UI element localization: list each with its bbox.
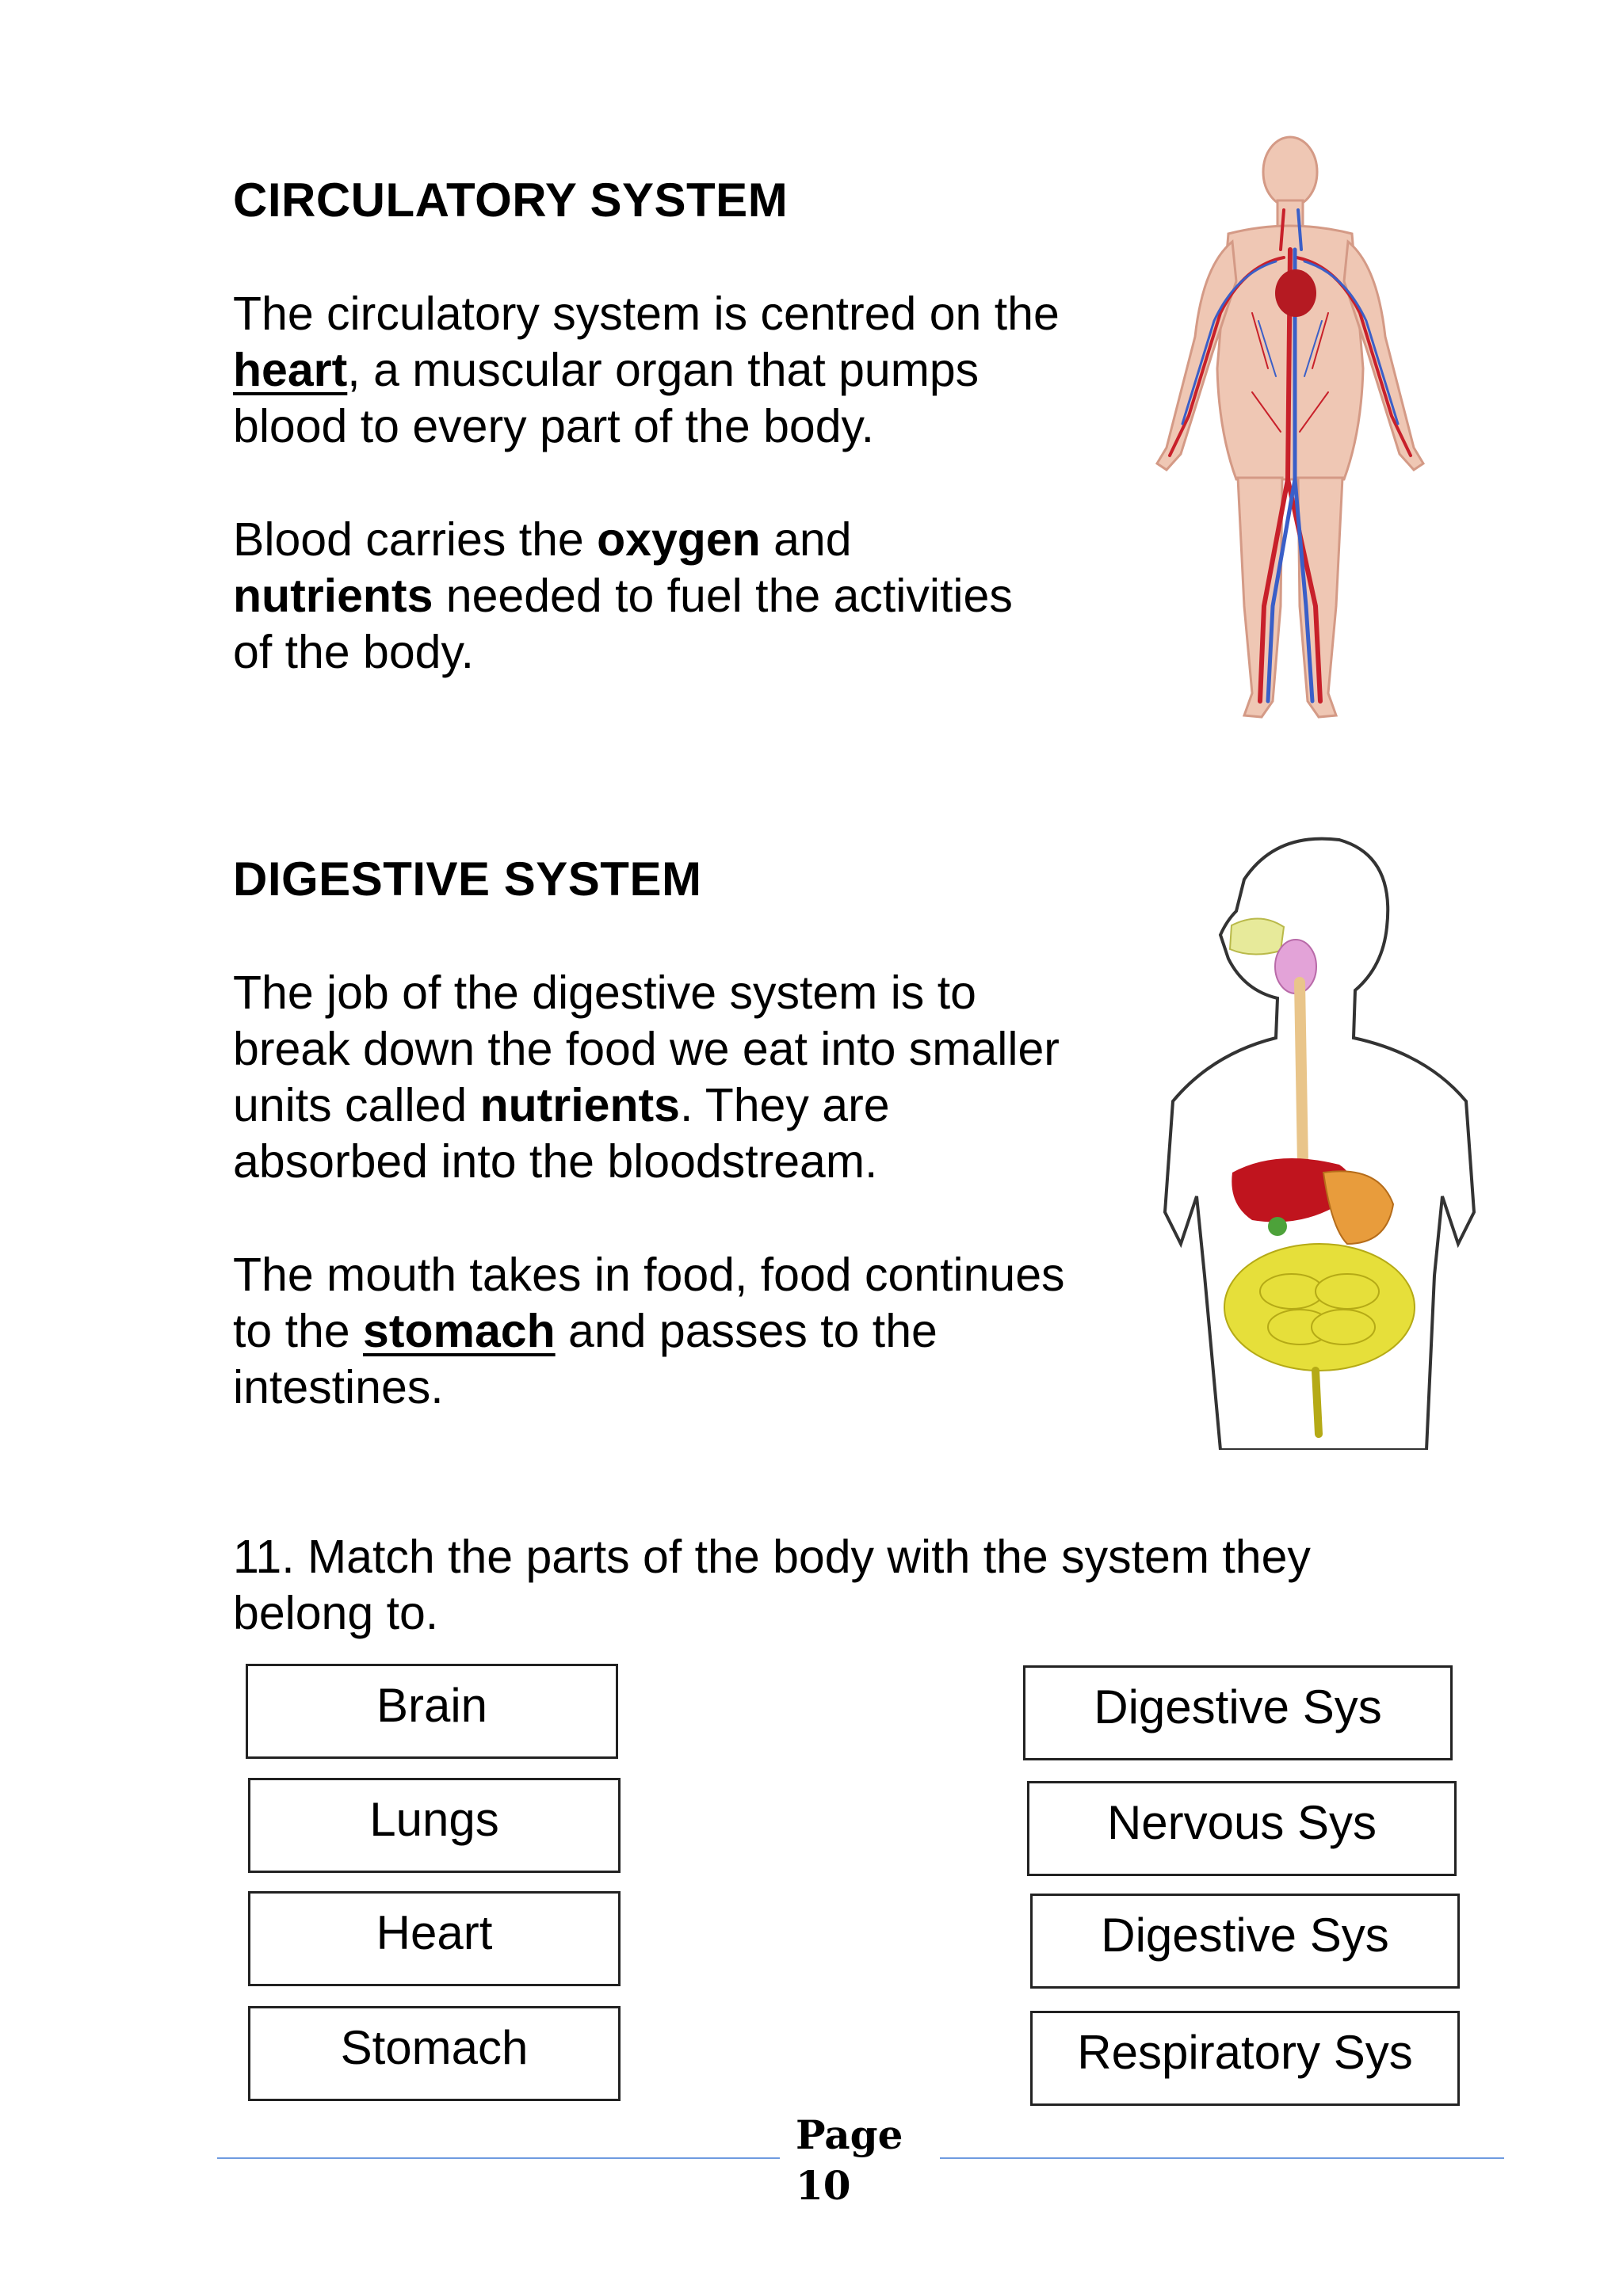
digestive-paragraph-2: The mouth takes in food, food continues …: [233, 1247, 1152, 1416]
match-box-lungs[interactable]: Lungs: [248, 1778, 621, 1873]
match-box-heart[interactable]: Heart: [248, 1891, 621, 1986]
text-line: The circulatory system is centred on the: [233, 288, 1060, 340]
circulatory-paragraph-1: The circulatory system is centred on the…: [233, 286, 1152, 455]
text-fragment: . They are: [679, 1079, 890, 1131]
question-text: 11. Match the parts of the body with the…: [233, 1531, 1311, 1583]
footer-rule-left: [217, 2157, 780, 2159]
page-label: Page: [796, 2111, 903, 2158]
keyword-heart: heart: [233, 344, 348, 396]
question-text: belong to.: [233, 1587, 439, 1639]
text-line: of the body.: [233, 626, 474, 678]
text-fragment: units called: [233, 1079, 480, 1131]
question-11: 11. Match the parts of the body with the…: [233, 1529, 1422, 1642]
match-box-respiratory-sys[interactable]: Respiratory Sys: [1030, 2011, 1460, 2106]
digestive-paragraph-1: The job of the digestive system is to br…: [233, 965, 1152, 1190]
keyword-oxygen: oxygen: [597, 513, 761, 566]
digestive-heading: DIGESTIVE SYSTEM: [233, 852, 702, 906]
circulatory-paragraph-2: Blood carries the oxygen and nutrients n…: [233, 512, 1152, 681]
keyword-nutrients: nutrients: [233, 570, 433, 622]
circulatory-heading: CIRCULATORY SYSTEM: [233, 174, 789, 227]
text-line: absorbed into the bloodstream.: [233, 1135, 878, 1188]
keyword-nutrients: nutrients: [479, 1079, 680, 1131]
circulatory-system-illustration: [1155, 135, 1426, 719]
match-box-brain[interactable]: Brain: [246, 1664, 618, 1759]
text-line: break down the food we eat into smaller: [233, 1023, 1060, 1075]
match-box-nervous-sys[interactable]: Nervous Sys: [1027, 1781, 1457, 1876]
footer-rule-right: [940, 2157, 1504, 2159]
text-fragment: and: [760, 513, 852, 566]
text-line: The job of the digestive system is to: [233, 967, 976, 1019]
text-fragment: to the: [233, 1305, 364, 1357]
text-fragment: and passes to the: [555, 1305, 938, 1357]
text-line: intestines.: [233, 1361, 444, 1413]
page-number: 10: [796, 2162, 851, 2209]
text-fragment: needed to fuel the activities: [433, 570, 1013, 622]
digestive-system-illustration: [1163, 837, 1476, 1450]
text-line: The mouth takes in food, food continues: [233, 1249, 1065, 1301]
keyword-stomach: stomach: [363, 1305, 556, 1357]
text-fragment: , a muscular organ that pumps: [347, 344, 980, 396]
heart-icon: [1275, 269, 1316, 317]
match-box-digestive-sys[interactable]: Digestive Sys: [1023, 1665, 1453, 1760]
match-box-digestive-sys-2[interactable]: Digestive Sys: [1030, 1894, 1460, 1989]
text-line: blood to every part of the body.: [233, 400, 875, 452]
match-box-stomach[interactable]: Stomach: [248, 2006, 621, 2101]
text-fragment: Blood carries the: [233, 513, 598, 566]
